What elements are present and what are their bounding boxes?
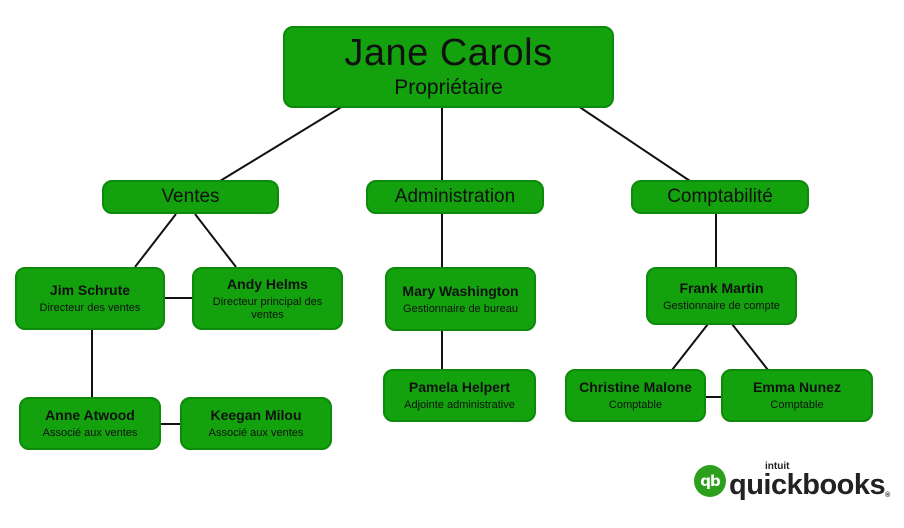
quickbooks-brand-text: quickbooks: [729, 469, 886, 501]
connector-frank-christine: [671, 323, 709, 371]
quickbooks-logo: qb intuit quickbooks®: [694, 462, 890, 500]
person-name: Pamela Helpert: [408, 379, 511, 396]
person-role: Adjointe administrative: [404, 399, 515, 412]
node-owner[interactable]: Jane Carols Propriétaire: [283, 26, 614, 108]
node-jim-schrute[interactable]: Jim Schrute Directeur des ventes: [15, 267, 165, 330]
connector-root-accounting: [577, 105, 691, 182]
person-name: Frank Martin: [679, 279, 764, 296]
intuit-wordmark: intuit: [765, 461, 790, 472]
connector-frank-emma: [731, 323, 769, 371]
registered-mark: ®: [885, 491, 890, 499]
person-name: Mary Washington: [402, 282, 519, 299]
node-pamela-helpert[interactable]: Pamela Helpert Adjointe administrative: [383, 369, 536, 422]
person-name: Jim Schrute: [49, 282, 131, 299]
person-role: Gestionnaire de compte: [663, 299, 780, 312]
person-name: Christine Malone: [579, 379, 692, 396]
node-emma-nunez[interactable]: Emma Nunez Comptable: [721, 369, 873, 422]
person-role: Associé aux ventes: [42, 427, 138, 440]
node-keegan-milou[interactable]: Keegan Milou Associé aux ventes: [180, 397, 332, 450]
person-role: Associé aux ventes: [208, 427, 304, 440]
quickbooks-icon: qb: [694, 464, 726, 497]
node-andy-helms[interactable]: Andy Helms Directeur principal des vente…: [192, 267, 343, 330]
dept-admin-label: Administration: [394, 186, 516, 208]
person-role: Comptable: [770, 399, 824, 412]
connector-sales-jim: [134, 213, 177, 268]
dept-sales[interactable]: Ventes: [102, 180, 279, 214]
person-role: Directeur principal des ventes: [212, 295, 323, 321]
person-name: Anne Atwood: [45, 407, 135, 424]
person-name: Keegan Milou: [210, 407, 302, 424]
person-role: Gestionnaire de bureau: [403, 302, 518, 315]
dept-accounting-label: Comptabilité: [667, 186, 773, 208]
person-name: Emma Nunez: [753, 379, 841, 396]
owner-name: Jane Carols: [344, 31, 553, 74]
connector-sales-andy: [194, 213, 237, 268]
dept-admin[interactable]: Administration: [366, 180, 544, 214]
node-mary-washington[interactable]: Mary Washington Gestionnaire de bureau: [385, 267, 536, 331]
dept-accounting[interactable]: Comptabilité: [631, 180, 809, 214]
person-role: Directeur des ventes: [39, 302, 141, 315]
quickbooks-wordmark: quickbooks®: [729, 469, 890, 501]
node-frank-martin[interactable]: Frank Martin Gestionnaire de compte: [646, 267, 797, 325]
node-anne-atwood[interactable]: Anne Atwood Associé aux ventes: [19, 397, 161, 450]
connector-root-sales: [219, 105, 344, 182]
person-name: Andy Helms: [227, 275, 308, 292]
owner-role: Propriétaire: [394, 75, 503, 99]
person-role: Comptable: [608, 399, 663, 412]
dept-sales-label: Ventes: [161, 186, 220, 208]
node-christine-malone[interactable]: Christine Malone Comptable: [565, 369, 706, 422]
